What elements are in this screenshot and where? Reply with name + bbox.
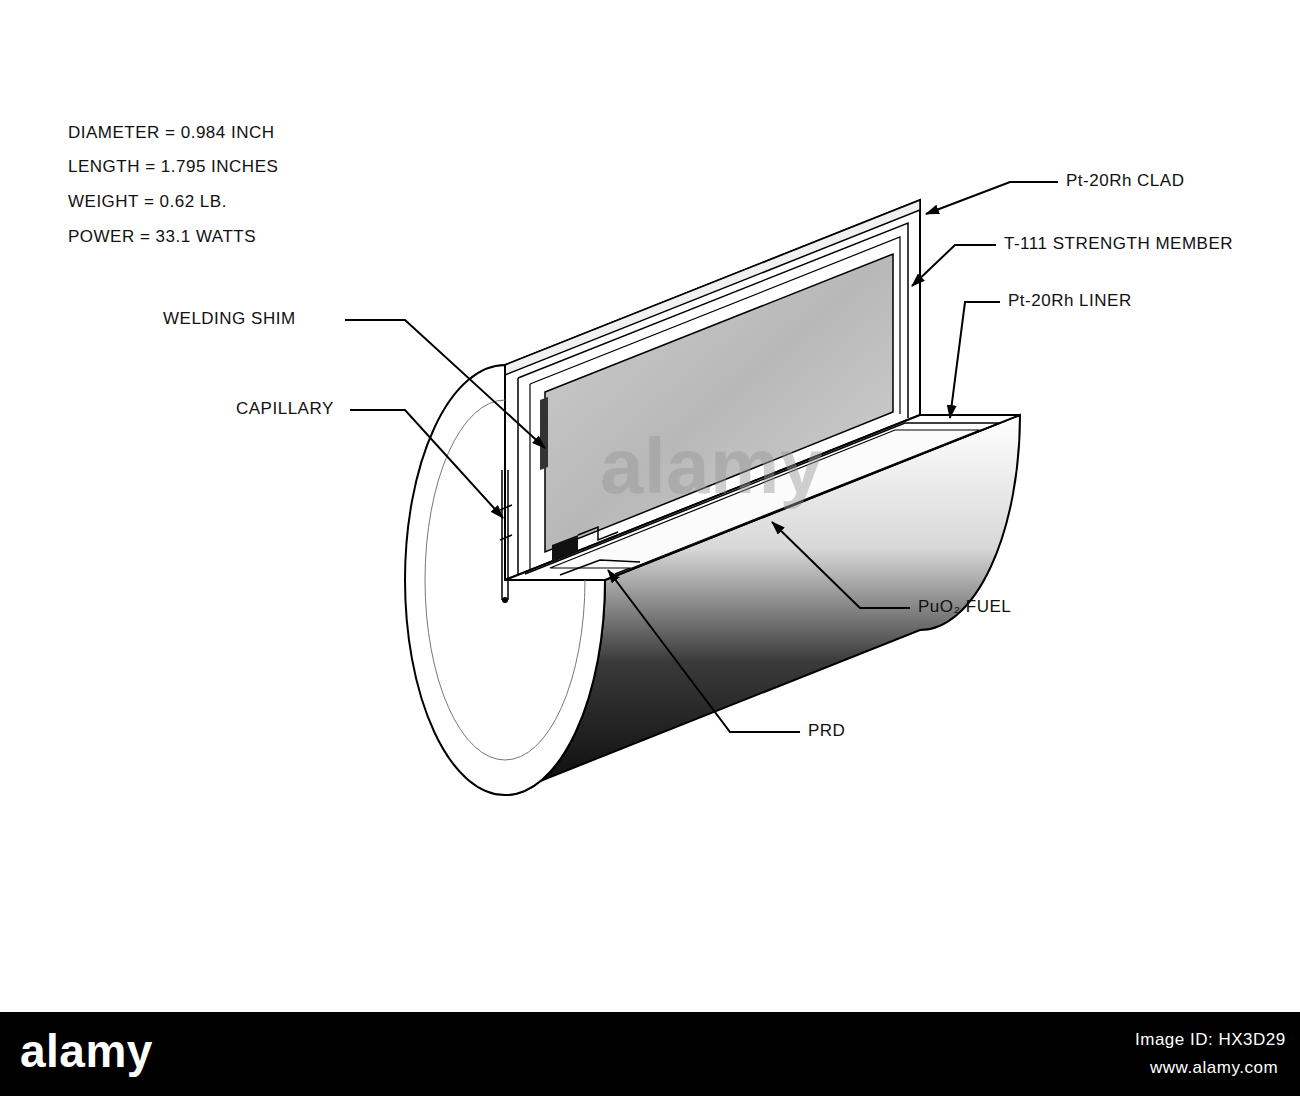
part-label: T-111 STRENGTH MEMBER: [1004, 234, 1233, 254]
leader-line: [345, 320, 545, 448]
spec-line: WEIGHT = 0.62 LB.: [68, 192, 227, 212]
welding-shim: [540, 397, 548, 470]
part-label: Pt-20Rh LINER: [1008, 291, 1132, 311]
footer-logo: alamy: [20, 1024, 153, 1079]
part-label: CAPILLARY: [236, 399, 334, 419]
prd-part: [560, 560, 640, 575]
capillary-tube: [500, 470, 512, 600]
footer-bar: [0, 1012, 1300, 1096]
prd-part: [578, 527, 618, 540]
capillary-dot: [502, 597, 508, 603]
strength-member-line: [517, 378, 519, 576]
leader-line: [350, 410, 503, 518]
spec-line: DIAMETER = 0.984 INCH: [68, 123, 275, 143]
part-label: PRD: [808, 721, 845, 741]
spec-line: POWER = 33.1 WATTS: [68, 227, 256, 247]
leader-line: [912, 245, 996, 286]
end-cap: [405, 365, 605, 795]
footer-url: www.alamy.com: [1150, 1058, 1278, 1078]
prd-part: [552, 535, 578, 562]
leader-line: [608, 570, 800, 732]
leader-line: [950, 302, 1000, 418]
part-label: WELDING SHIM: [163, 309, 296, 329]
part-label: Pt-20Rh CLAD: [1066, 171, 1184, 191]
watermark: alamy: [600, 420, 824, 514]
leader-line: [772, 522, 910, 608]
leader-line: [926, 182, 1058, 214]
spec-line: LENGTH = 1.795 INCHES: [68, 157, 278, 177]
end-cap-inner: [425, 400, 585, 760]
fuel-pellet: [545, 254, 893, 552]
liner-line: [529, 384, 530, 570]
footer-id: Image ID: HX3D29: [1135, 1030, 1286, 1050]
part-label: PuO₂ FUEL: [918, 597, 1011, 617]
cut-floor: [505, 415, 1020, 580]
